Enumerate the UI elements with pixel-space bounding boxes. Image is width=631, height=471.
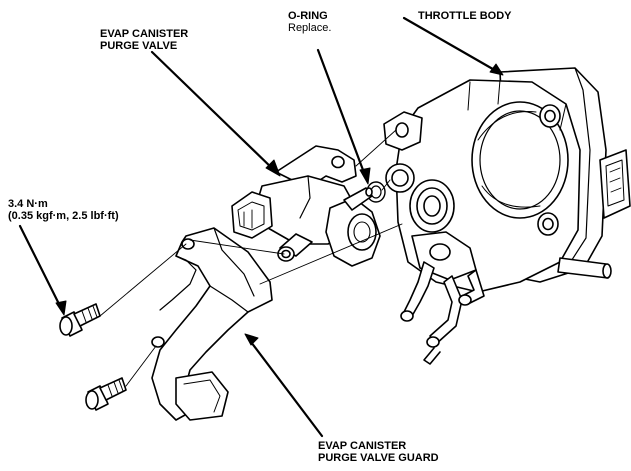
torque-spec-line2: (0.35 kgf·m, 2.5 lbf·ft) xyxy=(8,210,119,222)
bolt-upper xyxy=(59,303,101,337)
valve-guard-label-line2: PURGE VALVE GUARD xyxy=(318,452,439,464)
leader-arrows xyxy=(18,16,500,438)
purge-valve-label-line1: EVAP CANISTER xyxy=(100,28,189,40)
valve-guard-label: EVAP CANISTER PURGE VALVE GUARD xyxy=(318,440,439,464)
bolt-lower xyxy=(85,377,127,411)
o-ring-label-note: Replace. xyxy=(288,22,332,34)
throttle-body-label-title: THROTTLE BODY xyxy=(418,10,512,22)
assembly-lines xyxy=(99,129,403,387)
throttle-body-label: THROTTLE BODY xyxy=(418,10,512,22)
purge-valve xyxy=(231,145,381,267)
torque-spec-line1: 3.4 N·m xyxy=(8,198,48,210)
torque-spec-label: 3.4 N·m (0.35 kgf·m, 2.5 lbf·ft) xyxy=(8,198,119,222)
o-ring-label: O-RING Replace. xyxy=(288,10,331,34)
purge-valve-label: EVAP CANISTER PURGE VALVE xyxy=(100,28,188,52)
o-ring-label-title: O-RING xyxy=(288,10,328,22)
arrowheads xyxy=(55,63,504,346)
valve-guard-label-line1: EVAP CANISTER xyxy=(318,440,407,452)
purge-valve-label-line2: PURGE VALVE xyxy=(100,40,178,52)
purge-valve-guard xyxy=(151,227,273,421)
throttle-body xyxy=(383,67,631,365)
